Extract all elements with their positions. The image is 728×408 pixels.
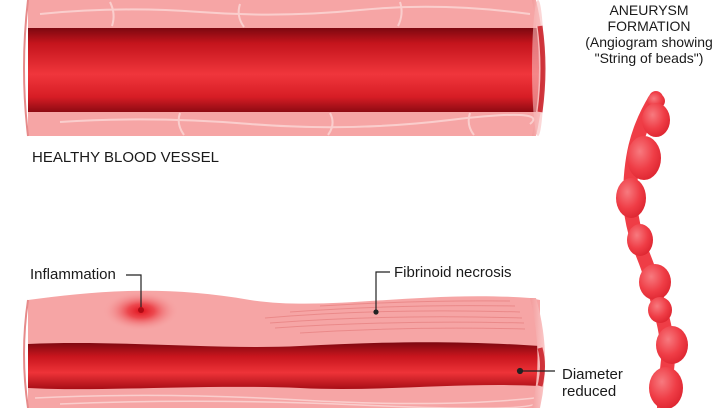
bead [627, 136, 661, 180]
diameter-leader-dot [516, 367, 524, 375]
inflammation-label: Inflammation [30, 266, 116, 283]
bead [656, 326, 688, 364]
healthy-vessel-label: HEALTHY BLOOD VESSEL [32, 149, 220, 166]
bead [648, 297, 672, 323]
damaged-vessel-lumen [28, 342, 540, 390]
healthy-vessel-lower-wall [28, 112, 536, 136]
aneurysm-title-line-3: (Angiogram showing [585, 34, 713, 50]
bead [639, 264, 671, 300]
diameter-label-line-2: reduced [562, 383, 617, 400]
bead [627, 224, 653, 256]
bead [649, 367, 683, 408]
healthy-vessel [23, 0, 546, 137]
bead [616, 178, 646, 218]
string-of-beads [616, 91, 688, 408]
aneurysm-title: ANEURYSM FORMATION (Angiogram showing "S… [563, 2, 728, 66]
aneurysm-title-line-4: "String of beads") [594, 50, 704, 66]
fibrinoid-necrosis-label: Fibrinoid necrosis [394, 264, 512, 281]
diameter-reduced-label: Diameter reduced [562, 366, 623, 400]
healthy-vessel-lumen [28, 28, 540, 112]
leader-lines [126, 271, 555, 375]
aneurysm-title-line-2: FORMATION [607, 18, 691, 34]
bead [642, 103, 670, 137]
inflammation-leader [126, 274, 142, 307]
aneurysm-title-line-1: ANEURYSM [609, 2, 689, 18]
fibrinoid-leader-dot [373, 309, 379, 315]
damaged-vessel [23, 290, 546, 408]
fibrinoid-leader [375, 271, 390, 312]
diameter-label-line-1: Diameter [562, 366, 623, 383]
